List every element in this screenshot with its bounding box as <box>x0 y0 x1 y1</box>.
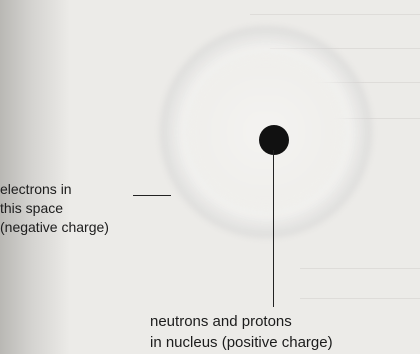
nucleus <box>259 125 289 155</box>
nucleus-label-line-2: in nucleus (positive charge) <box>150 334 333 351</box>
electron-label-line-1: electrons in <box>0 181 72 197</box>
electron-label-line-2: this space <box>0 200 64 216</box>
electron-label: electrons in this space (negative charge… <box>0 180 109 237</box>
nucleus-label: neutrons and protons in nucleus (positiv… <box>150 311 333 353</box>
electron-leader-line <box>133 195 171 196</box>
page-gutter-shadow <box>0 0 70 354</box>
nucleus-leader-line <box>273 150 274 307</box>
electron-label-line-3: (negative charge) <box>0 219 109 235</box>
nucleus-label-line-1: neutrons and protons <box>150 313 292 330</box>
